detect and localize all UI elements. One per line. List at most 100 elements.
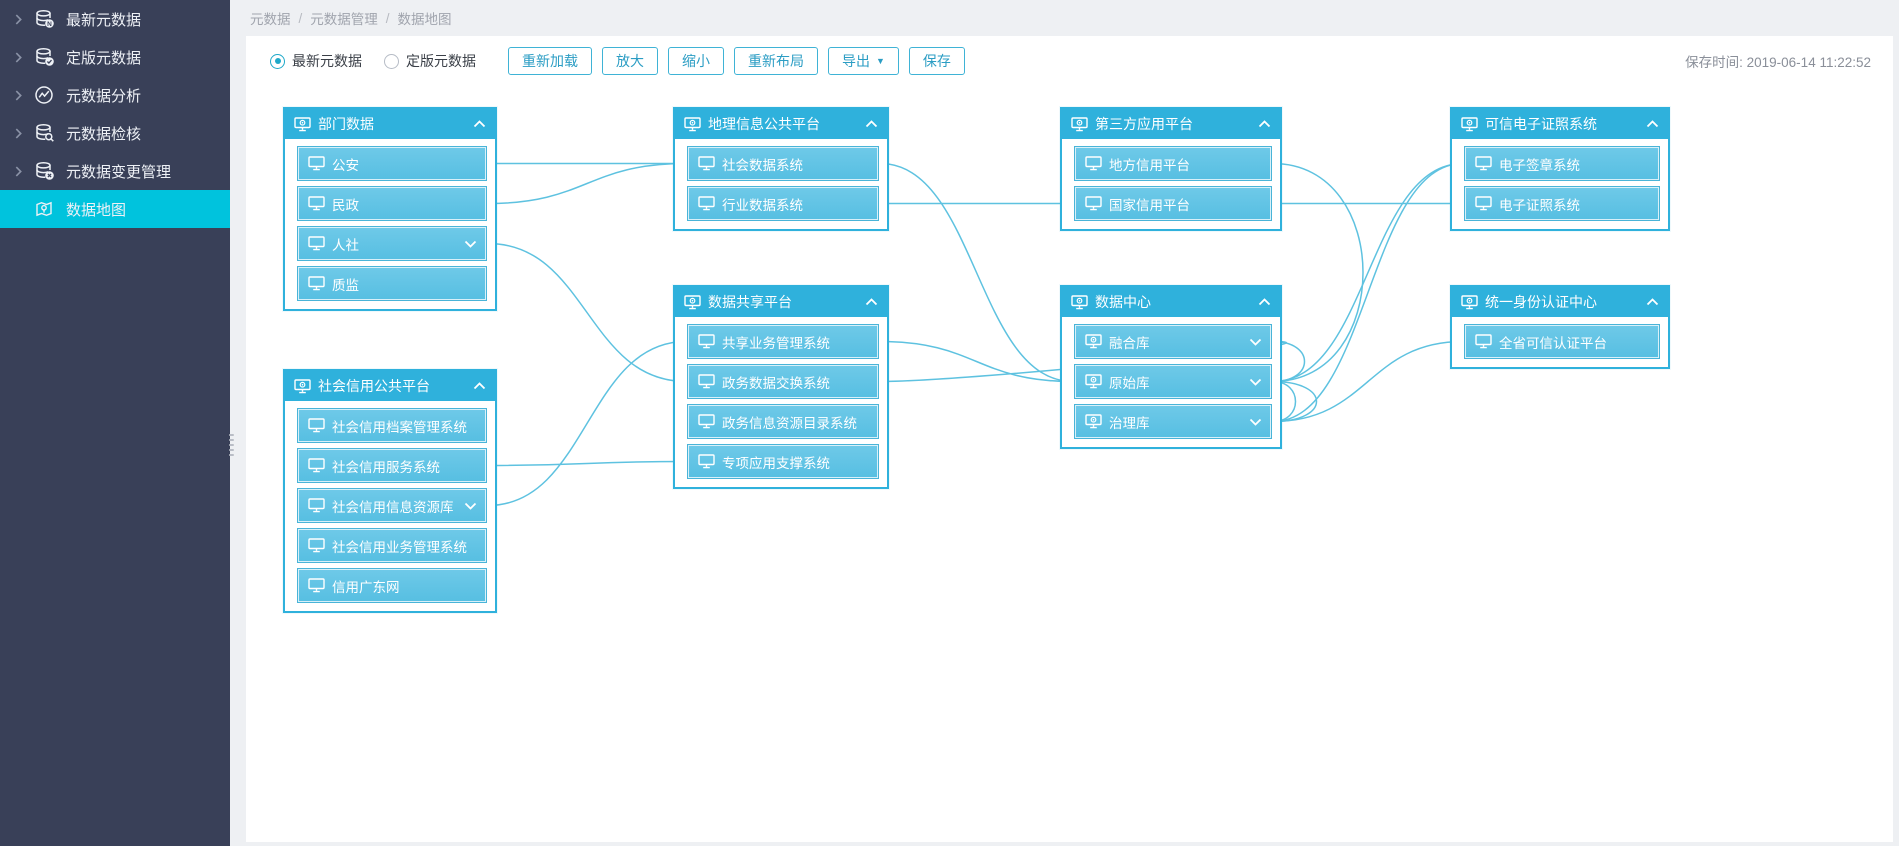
analysis-icon	[32, 85, 56, 105]
node-share_mgmt[interactable]: 共享业务管理系统	[688, 325, 878, 358]
group-share: 数据共享平台共享业务管理系统政务数据交换系统政务信息资源目录系统专项应用支撑系统	[673, 285, 889, 489]
button-label: 放大	[616, 53, 644, 69]
chevron-up-icon[interactable]	[1258, 298, 1271, 306]
monitor-gear-icon	[294, 116, 311, 132]
monitor-icon	[1085, 196, 1102, 211]
chevron-up-icon[interactable]	[1646, 298, 1659, 306]
database-change-icon	[32, 161, 56, 181]
diagram-canvas[interactable]: 部门数据公安民政人社质监社会信用公共平台社会信用档案管理系统社会信用服务系统社会…	[246, 36, 1893, 842]
breadcrumb: 元数据/元数据管理/数据地图	[230, 0, 1899, 36]
chevron-down-icon[interactable]	[464, 240, 477, 248]
node-label: 地方信用平台	[1109, 157, 1190, 173]
breadcrumb-item[interactable]: 元数据	[250, 12, 291, 27]
sidebar-item-5[interactable]: 元数据变更管理	[0, 152, 230, 190]
chevron-down-icon[interactable]	[1249, 338, 1262, 346]
node-minzheng[interactable]: 民政	[298, 187, 486, 220]
expand-chevron-right-icon	[14, 128, 28, 139]
node-renshe[interactable]: 人社	[298, 227, 486, 260]
group-header-geo[interactable]: 地理信息公共平台	[675, 109, 887, 139]
group-dept: 部门数据公安民政人社质监	[283, 107, 497, 311]
chevron-up-icon[interactable]	[865, 120, 878, 128]
export-button[interactable]: 导出▼	[828, 47, 899, 75]
chevron-down-icon[interactable]	[1249, 418, 1262, 426]
monitor-icon	[308, 276, 325, 291]
group-cert: 可信电子证照系统电子签章系统电子证照系统	[1450, 107, 1670, 231]
radio-fixed-metadata[interactable]: 定版元数据	[384, 51, 476, 71]
sidebar-item-2[interactable]: 定版元数据	[0, 38, 230, 76]
node-xy_resource[interactable]: 社会信用信息资源库	[298, 489, 486, 522]
monitor-icon	[308, 458, 325, 473]
node-gov_exchange[interactable]: 政务数据交换系统	[688, 365, 878, 398]
group-datacenter: 数据中心融合库原始库治理库	[1060, 285, 1282, 449]
group-header-cert[interactable]: 可信电子证照系统	[1452, 109, 1668, 139]
zoom-out-button[interactable]: 缩小	[668, 47, 724, 75]
button-label: 保存	[922, 53, 951, 69]
monitor-icon	[308, 236, 325, 251]
breadcrumb-item[interactable]: 元数据管理	[310, 12, 378, 27]
radio-latest-metadata[interactable]: 最新元数据	[270, 51, 362, 71]
button-group: 重新加载 放大 缩小 重新布局导出▼ 保存	[498, 47, 965, 75]
radio-label: 定版元数据	[406, 53, 476, 69]
monitor-gear-icon	[1071, 116, 1088, 132]
sidebar-item-6[interactable]: 数据地图	[0, 190, 230, 228]
node-special_support[interactable]: 专项应用支撑系统	[688, 445, 878, 478]
database-new-icon: N	[32, 9, 56, 29]
group-third: 第三方应用平台地方信用平台国家信用平台	[1060, 107, 1282, 231]
monitor-icon	[308, 418, 325, 433]
group-header-datacenter[interactable]: 数据中心	[1062, 287, 1280, 317]
node-label: 社会信用档案管理系统	[332, 419, 467, 435]
node-label: 社会数据系统	[722, 157, 803, 173]
relayout-button[interactable]: 重新布局	[734, 47, 818, 75]
node-local_credit[interactable]: 地方信用平台	[1075, 147, 1271, 180]
breadcrumb-item[interactable]: 数据地图	[397, 12, 452, 27]
node-e_cert[interactable]: 电子证照系统	[1465, 187, 1659, 220]
node-geo_industry[interactable]: 行业数据系统	[688, 187, 878, 220]
node-gongan[interactable]: 公安	[298, 147, 486, 180]
monitor-icon	[698, 414, 715, 429]
chevron-up-icon[interactable]	[473, 120, 486, 128]
sidebar-collapse-grip[interactable]	[229, 424, 238, 466]
node-label: 共享业务管理系统	[722, 335, 830, 351]
node-label: 融合库	[1109, 335, 1150, 351]
chevron-up-icon[interactable]	[1258, 120, 1271, 128]
monitor-icon	[1475, 334, 1492, 349]
group-header-auth[interactable]: 统一身份认证中心	[1452, 287, 1668, 317]
save-button[interactable]: 保存	[908, 47, 965, 75]
sidebar-item-4[interactable]: 元数据检核	[0, 114, 230, 152]
node-gov_catalog[interactable]: 政务信息资源目录系统	[688, 405, 878, 438]
reload-button[interactable]: 重新加载	[508, 47, 592, 75]
node-label: 社会信用信息资源库	[332, 499, 454, 515]
group-header-credit[interactable]: 社会信用公共平台	[285, 371, 495, 401]
node-e_sign[interactable]: 电子签章系统	[1465, 147, 1659, 180]
chevron-up-icon[interactable]	[1646, 120, 1659, 128]
chevron-up-icon[interactable]	[473, 382, 486, 390]
button-label: 缩小	[682, 53, 710, 69]
zoom-in-button[interactable]: 放大	[602, 47, 658, 75]
group-header-share[interactable]: 数据共享平台	[675, 287, 887, 317]
node-national_credit[interactable]: 国家信用平台	[1075, 187, 1271, 220]
node-xy_gd[interactable]: 信用广东网	[298, 569, 486, 602]
node-label: 信用广东网	[332, 579, 400, 595]
node-xy_business[interactable]: 社会信用业务管理系统	[298, 529, 486, 562]
node-geo_social[interactable]: 社会数据系统	[688, 147, 878, 180]
button-label: 重新加载	[522, 53, 578, 69]
save-time-label: 保存时间: 2019-06-14 11:22:52	[1685, 55, 1871, 70]
group-header-dept[interactable]: 部门数据	[285, 109, 495, 139]
caret-down-icon: ▼	[876, 56, 885, 66]
chevron-up-icon[interactable]	[865, 298, 878, 306]
group-geo: 地理信息公共平台社会数据系统行业数据系统	[673, 107, 889, 231]
node-fusion[interactable]: 融合库	[1075, 325, 1271, 358]
sidebar-item-3[interactable]: 元数据分析	[0, 76, 230, 114]
node-governance[interactable]: 治理库	[1075, 405, 1271, 438]
node-zhijian[interactable]: 质监	[298, 267, 486, 300]
node-xy_archive[interactable]: 社会信用档案管理系统	[298, 409, 486, 442]
chevron-down-icon[interactable]	[464, 502, 477, 510]
node-raw[interactable]: 原始库	[1075, 365, 1271, 398]
monitor-gear-icon	[1085, 414, 1102, 429]
group-header-third[interactable]: 第三方应用平台	[1062, 109, 1280, 139]
chevron-down-icon[interactable]	[1249, 378, 1262, 386]
node-xy_service[interactable]: 社会信用服务系统	[298, 449, 486, 482]
monitor-gear-icon	[1461, 116, 1478, 132]
node-trust_platform[interactable]: 全省可信认证平台	[1465, 325, 1659, 358]
